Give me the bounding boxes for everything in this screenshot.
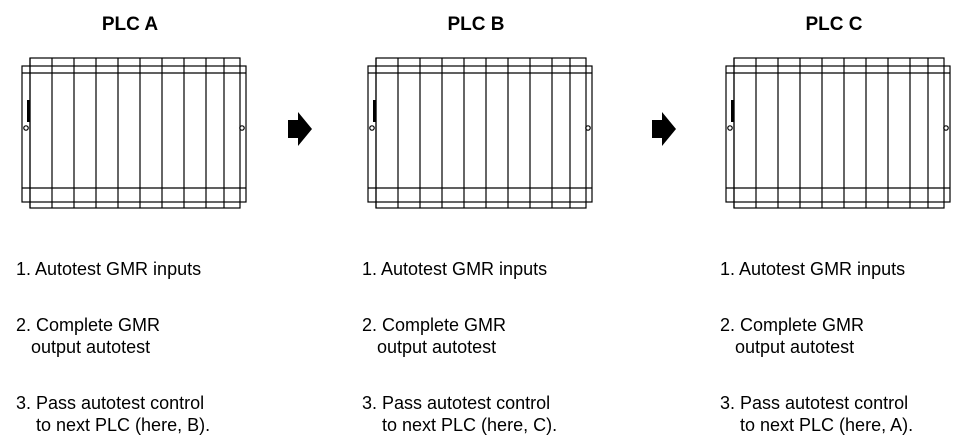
plc-a-step-3: 3. Pass autotest control to next PLC (he…	[16, 393, 211, 435]
plc-c-rack	[725, 57, 951, 209]
plc-a-step-1: 1. Autotest GMR inputs	[16, 259, 202, 279]
plc-b-column: PLC B 1. Autotest GMR inputs 2. Complete…	[346, 0, 646, 448]
plc-c-step-2: 2. Complete GMR output autotest	[720, 315, 865, 357]
plc-c-column: PLC C 1. Autotest GMR inputs 2. Complete…	[704, 0, 968, 448]
right-arrow-icon	[652, 112, 676, 146]
plc-a-step-2: 2. Complete GMR output autotest	[16, 315, 161, 357]
plc-b-step-1: 1. Autotest GMR inputs	[362, 259, 548, 279]
plc-b-step-3: 3. Pass autotest control to next PLC (he…	[362, 393, 558, 435]
plc-a-column: PLC A 1. Autotest GMR inputs 2. Complete…	[0, 0, 300, 448]
plc-a-title: PLC A	[101, 14, 159, 35]
right-arrow-icon	[288, 112, 312, 146]
plc-b-rack	[367, 57, 593, 209]
plc-c-step-1: 1. Autotest GMR inputs	[720, 259, 906, 279]
plc-b-step-2: 2. Complete GMR output autotest	[362, 315, 507, 357]
plc-a-rack	[21, 57, 247, 209]
plc-c-title: PLC C	[805, 14, 863, 35]
plc-c-step-3: 3. Pass autotest control to next PLC (he…	[720, 393, 914, 435]
plc-b-title: PLC B	[447, 14, 505, 35]
